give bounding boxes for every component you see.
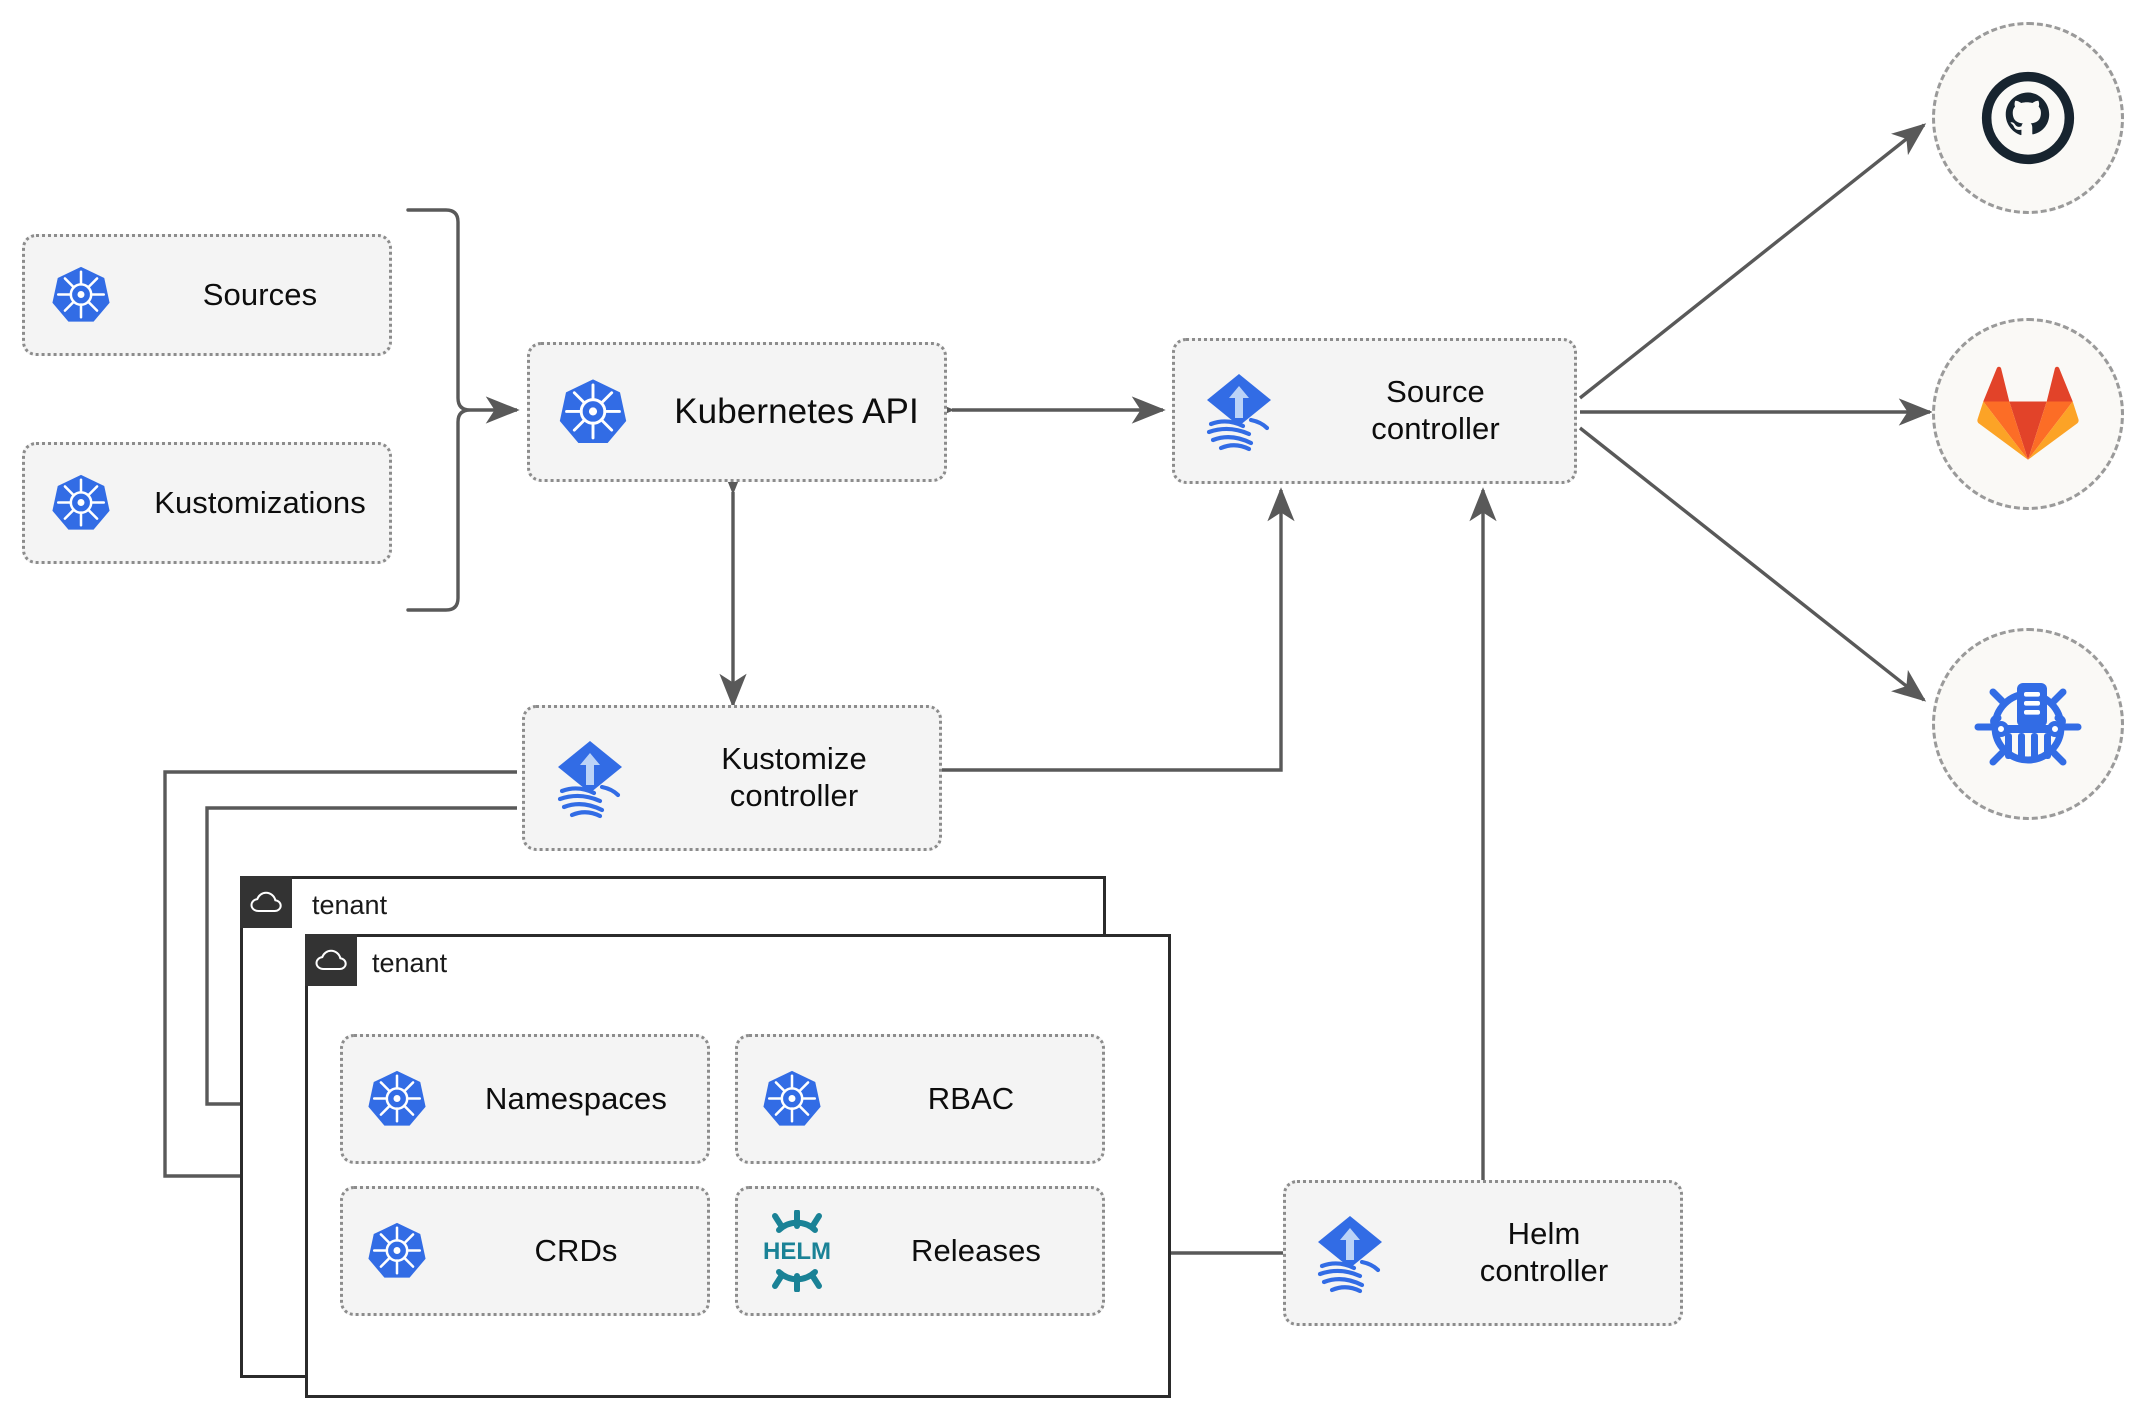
kubernetes-icon: [738, 1068, 846, 1130]
node-sources[interactable]: Sources: [22, 234, 392, 356]
gitlab-icon: [1977, 366, 2079, 460]
cloud-icon: [250, 891, 282, 912]
node-kubernetes-api[interactable]: Kubernetes API: [527, 342, 947, 482]
tenant-outer-label: tenant: [312, 890, 388, 920]
node-sources-label: Sources: [202, 276, 318, 312]
source-controller-line2: controller: [1371, 411, 1500, 446]
flux-bucket-icon: [1974, 683, 2082, 766]
tenant-inner-tab: [305, 934, 357, 986]
provider-github[interactable]: [1932, 22, 2124, 214]
kustomize-controller-line2: controller: [729, 778, 859, 813]
node-namespaces[interactable]: Namespaces: [340, 1034, 710, 1164]
helm-wordmark: HELM: [763, 1238, 831, 1265]
group-brace: [406, 208, 471, 612]
edge-source-to-github: [1578, 123, 1927, 400]
tenant-inner-label: tenant: [372, 948, 448, 978]
kubernetes-icon: [25, 264, 137, 326]
provider-bucket[interactable]: [1932, 628, 2124, 820]
tenant-container-inner: [305, 934, 1171, 1398]
helm-icon: HELM: [738, 1210, 856, 1292]
kubernetes-icon: [343, 1220, 451, 1282]
kustomize-controller-line1: Kustomize: [721, 741, 867, 777]
node-crds-label: CRDs: [534, 1232, 618, 1268]
node-kustomizations-label: Kustomizations: [154, 484, 366, 520]
node-kustomizations[interactable]: Kustomizations: [22, 442, 392, 564]
github-icon: [1981, 71, 2075, 165]
source-controller-line1: Source: [1386, 374, 1485, 410]
node-releases[interactable]: HELM Releases: [735, 1186, 1105, 1316]
edge-kustomize-to-tenant-outer: [163, 770, 517, 1190]
kubernetes-icon: [343, 1068, 451, 1130]
edge-source-to-bucket: [1578, 426, 1927, 702]
helm-controller-line2: controller: [1479, 1253, 1609, 1288]
flux-icon: [1286, 1210, 1414, 1296]
provider-gitlab[interactable]: [1932, 318, 2124, 510]
node-releases-label: Releases: [910, 1232, 1042, 1268]
node-kubernetes-api-label: Kubernetes API: [674, 392, 919, 432]
node-rbac[interactable]: RBAC: [735, 1034, 1105, 1164]
edge-kustomize-to-source: [941, 487, 1295, 772]
flux-icon: [525, 735, 655, 821]
kubernetes-icon: [530, 376, 655, 448]
flux-icon: [1175, 368, 1303, 454]
helm-controller-line1: Helm: [1507, 1216, 1581, 1252]
tenant-outer-tab: [240, 876, 292, 928]
node-namespaces-label: Namespaces: [485, 1080, 667, 1116]
node-rbac-label: RBAC: [927, 1080, 1015, 1116]
cloud-icon: [315, 949, 347, 970]
node-crds[interactable]: CRDs: [340, 1186, 710, 1316]
kubernetes-icon: [25, 472, 137, 534]
